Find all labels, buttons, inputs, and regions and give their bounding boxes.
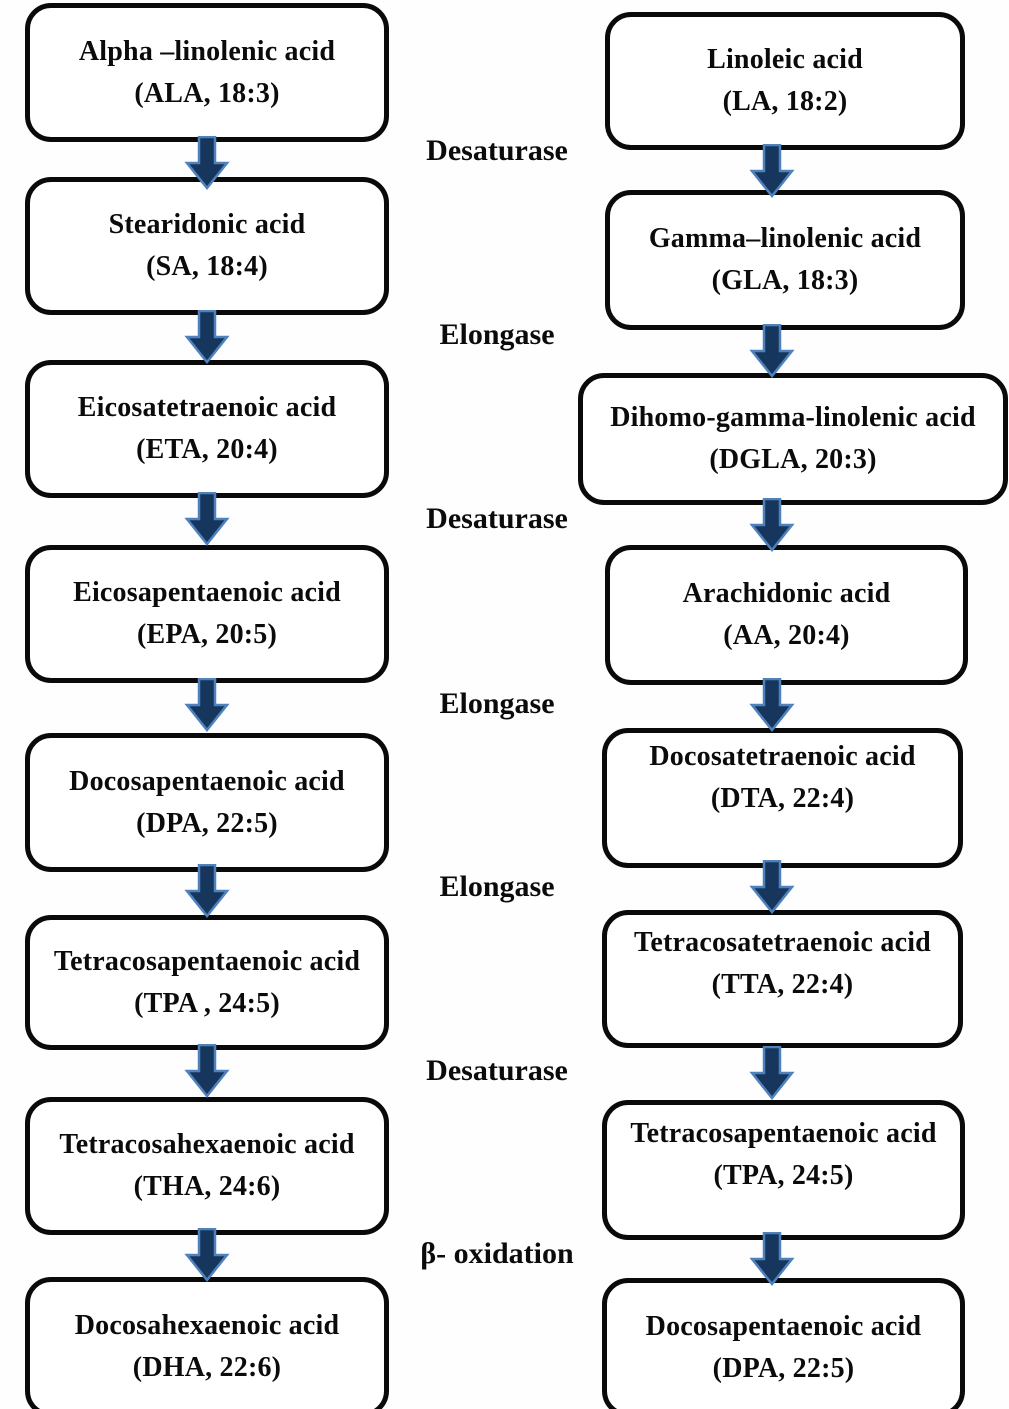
down-arrow-icon: [749, 860, 795, 914]
node-tpa-n6: Tetracosapentaenoic acid (TPA, 24:5): [602, 1100, 965, 1240]
enzyme-label-desaturase-2: Desaturase: [426, 502, 568, 535]
down-arrow-icon: [184, 1044, 230, 1098]
down-arrow-icon: [184, 492, 230, 546]
fatty-acid-name: Dihomo-gamma-linolenic acid: [610, 402, 976, 433]
fatty-acid-name: Docosapentaenoic acid: [645, 1310, 922, 1342]
down-arrow-icon: [749, 1232, 795, 1286]
node-dha: Docosahexaenoic acid (DHA, 22:6): [25, 1277, 389, 1409]
fatty-acid-name: Tetracosapentaenoic acid: [53, 945, 361, 977]
fatty-acid-abbr: (TPA, 24:5): [713, 1160, 854, 1191]
fatty-acid-abbr: (TTA, 22:4): [711, 969, 854, 1000]
fatty-acid-abbr: (DGLA, 20:3): [709, 444, 877, 475]
down-arrow-icon: [749, 1046, 795, 1100]
enzyme-label-beta-oxidation: β- oxidation: [420, 1237, 574, 1270]
node-dpa-n3: Docosapentaenoic acid (DPA, 22:5): [25, 733, 389, 872]
fatty-acid-name: Docosatetraenoic acid: [649, 741, 916, 772]
fatty-acid-abbr: (EPA, 20:5): [136, 619, 278, 650]
down-arrow-icon: [184, 678, 230, 732]
node-gla: Gamma–linolenic acid (GLA, 18:3): [605, 190, 965, 330]
fatty-acid-abbr: (DTA, 22:4): [710, 783, 855, 814]
down-arrow-icon: [749, 144, 795, 198]
fatty-acid-name: Tetracosapentaenoic acid: [630, 1118, 937, 1149]
fatty-acid-abbr: (LA, 18:2): [722, 86, 848, 117]
fatty-acid-name: Alpha –linolenic acid: [78, 35, 336, 67]
fatty-acid-abbr: (DPA, 22:5): [712, 1352, 855, 1384]
fatty-acid-name: Docosapentaenoic acid: [69, 765, 345, 797]
fatty-acid-name: Eicosatetraenoic acid: [77, 392, 337, 423]
enzyme-label-elongase-3: Elongase: [439, 870, 555, 903]
fatty-acid-abbr: (DHA, 22:6): [132, 1352, 282, 1383]
fatty-acid-abbr: (ETA, 20:4): [136, 434, 278, 465]
fatty-acid-abbr: (THA, 24:6): [133, 1171, 281, 1202]
enzyme-label-desaturase-1: Desaturase: [426, 134, 568, 167]
fatty-acid-name: Tetracosatetraenoic acid: [634, 927, 931, 958]
down-arrow-icon: [749, 324, 795, 378]
node-ala: Alpha –linolenic acid (ALA, 18:3): [25, 3, 389, 142]
fatty-acid-name: Eicosapentaenoic acid: [73, 577, 341, 608]
node-dgla: Dihomo-gamma-linolenic acid (DGLA, 20:3): [578, 373, 1008, 505]
down-arrow-icon: [184, 310, 230, 364]
down-arrow-icon: [184, 1228, 230, 1282]
node-aa: Arachidonic acid (AA, 20:4): [605, 545, 968, 685]
down-arrow-icon: [184, 136, 230, 190]
fatty-acid-name: Gamma–linolenic acid: [648, 223, 922, 254]
enzyme-label-elongase-1: Elongase: [439, 318, 555, 351]
node-la: Linoleic acid (LA, 18:2): [605, 12, 965, 150]
node-dta: Docosatetraenoic acid (DTA, 22:4): [602, 728, 963, 868]
fatty-acid-abbr: (DPA, 22:5): [136, 807, 278, 839]
down-arrow-icon: [749, 678, 795, 732]
node-tpa-n3: Tetracosapentaenoic acid (TPA , 24:5): [25, 915, 389, 1050]
node-tha: Tetracosahexaenoic acid (THA, 24:6): [25, 1097, 389, 1235]
node-eta: Eicosatetraenoic acid (ETA, 20:4): [25, 360, 389, 498]
node-sa: Stearidonic acid (SA, 18:4): [25, 177, 389, 315]
node-dpa-n6: Docosapentaenoic acid (DPA, 22:5): [602, 1278, 965, 1409]
fatty-acid-name: Arachidonic acid: [682, 578, 891, 609]
fatty-acid-abbr: (SA, 18:4): [146, 251, 268, 282]
down-arrow-icon: [749, 498, 795, 552]
fatty-acid-name: Docosahexaenoic acid: [74, 1310, 340, 1341]
fatty-acid-name: Stearidonic acid: [108, 209, 306, 240]
node-tta: Tetracosatetraenoic acid (TTA, 22:4): [602, 910, 963, 1048]
fatty-acid-abbr: (TPA , 24:5): [134, 987, 280, 1019]
fatty-acid-name: Tetracosahexaenoic acid: [59, 1129, 355, 1160]
down-arrow-icon: [184, 864, 230, 918]
node-epa: Eicosapentaenoic acid (EPA, 20:5): [25, 545, 389, 683]
fatty-acid-abbr: (GLA, 18:3): [711, 265, 859, 296]
fatty-acid-name: Linoleic acid: [707, 44, 863, 75]
enzyme-label-elongase-2: Elongase: [439, 687, 555, 720]
fatty-acid-abbr: (ALA, 18:3): [134, 77, 280, 109]
fatty-acid-abbr: (AA, 20:4): [723, 620, 850, 651]
enzyme-label-desaturase-3: Desaturase: [426, 1054, 568, 1087]
